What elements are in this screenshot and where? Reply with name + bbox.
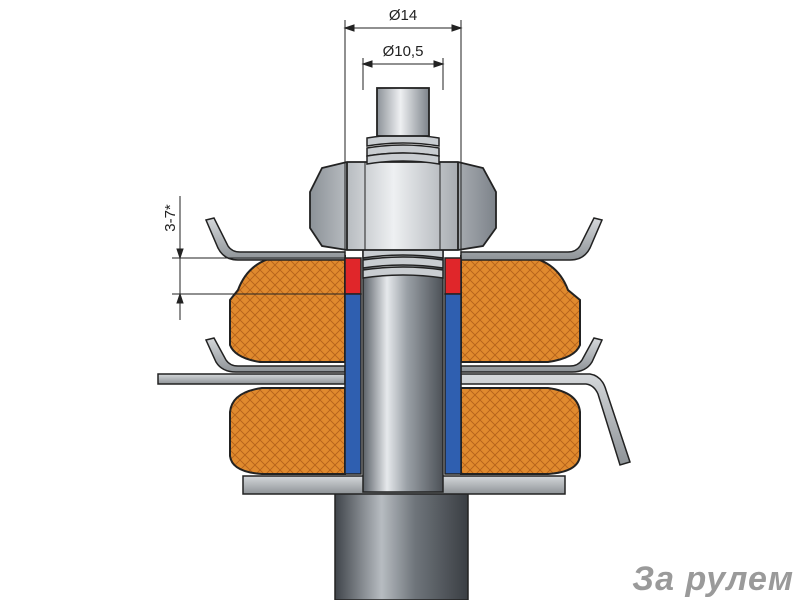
spacer-blue-right [444,293,462,475]
shock-rod [362,249,444,493]
lower-cushion-left [229,387,346,475]
rod-thread-lower [362,246,444,279]
dimension-inner-label: Ø10,5 [383,43,424,60]
shock-absorber-body [334,489,469,600]
dimension-outer-label: Ø14 [389,7,417,24]
dimension-gap [172,196,350,320]
spacer-red-right [444,257,462,295]
lower-cushion-right [460,387,581,475]
spacer-red-left [344,257,362,295]
spacer-blue-left [344,293,362,475]
hex-nut [309,161,497,251]
rod-tip [376,87,430,137]
body-panel-left [157,373,346,385]
dimension-inner [361,58,445,90]
upper-cushion-right [460,255,581,363]
body-panel-right [460,373,631,466]
dimension-outer [343,20,463,255]
rod-thread-upper [366,134,440,165]
dimension-gap-label: 3-7* [162,204,179,232]
zarulem-logo: За рулем [632,560,794,598]
upper-cushion-left [229,255,346,363]
